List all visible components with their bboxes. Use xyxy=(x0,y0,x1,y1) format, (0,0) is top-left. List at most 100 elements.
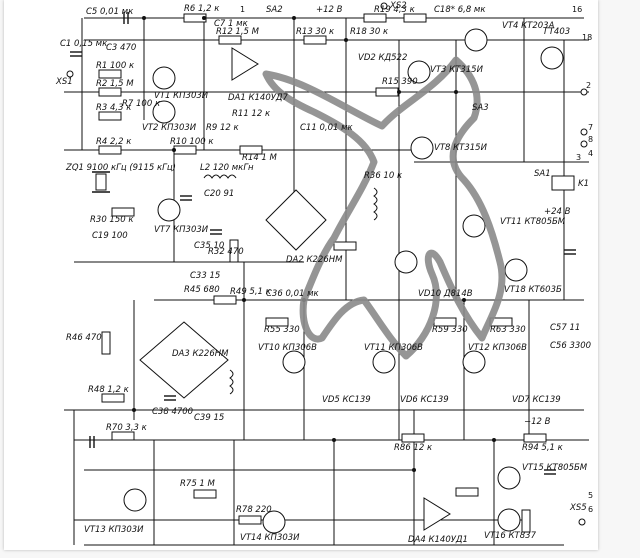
label-plus24: +24 В xyxy=(544,207,571,217)
label-r55: R55 330 xyxy=(264,325,300,335)
label-vd10: VD10 Д814В xyxy=(418,289,473,299)
label-r10: R10 100 к xyxy=(170,137,214,147)
label-vt15: VT15 КТ805БМ xyxy=(522,463,588,473)
label-vd7: VD7 КС139 xyxy=(512,395,561,405)
label-r9: R9 12 к xyxy=(206,123,240,133)
label-r32: R32 470 xyxy=(208,247,244,257)
label-r15: R15 390 xyxy=(382,77,418,87)
label-vd5: VD5 КС139 xyxy=(322,395,371,405)
label-r70: R70 3,3 к xyxy=(106,423,148,433)
label-r59: R59 330 xyxy=(432,325,468,335)
label-vt18: VT18 КТ603Б xyxy=(504,285,562,295)
schematic-sheet: C5 0,01 мк R6 1,2 к C7 1 мк R12 1,5 М SA… xyxy=(4,0,598,550)
label-sa3: SA3 xyxy=(472,103,489,113)
label-c57: C57 11 xyxy=(550,323,580,333)
label-vt5: ГТ403 xyxy=(544,27,570,37)
label-c19: C19 100 xyxy=(92,231,128,241)
label-r2: R2 1,5 М xyxy=(96,79,134,89)
label-vt7: VT7 КП303И xyxy=(154,225,209,235)
pin-1: 1 xyxy=(240,5,245,14)
pin-16: 16 xyxy=(572,5,582,14)
connectors xyxy=(66,2,588,526)
label-c36: C36 0,01 мк xyxy=(266,289,319,299)
label-r6: R6 1,2 к xyxy=(184,4,220,14)
label-r3: R3 4,3 к xyxy=(96,103,132,113)
label-r13: R13 30 к xyxy=(296,27,335,37)
label-vt14: VT14 КП303И xyxy=(240,533,300,543)
label-xs5: XS5 xyxy=(569,503,587,513)
pin-6: 6 xyxy=(588,505,593,514)
label-vt11b: VT11 КП306В xyxy=(364,343,423,353)
label-r1: R1 100 к xyxy=(96,61,135,71)
label-da4: DA4 К140УД1 xyxy=(408,535,468,545)
label-r46: R46 470 xyxy=(66,333,102,343)
diode-bridges xyxy=(139,189,327,399)
label-c1: C1 0,15 мк xyxy=(60,39,108,49)
label-r18: R18 30 к xyxy=(350,27,389,37)
label-xs1: XS1 xyxy=(55,77,73,87)
pin-18: 18 xyxy=(582,33,592,42)
label-da3: DA3 К226НМ xyxy=(172,349,229,359)
label-r7: R7 100 к xyxy=(122,99,161,109)
label-r49: R49 5,1 к xyxy=(230,287,272,297)
component-labels: C5 0,01 мк R6 1,2 к C7 1 мк R12 1,5 М SA… xyxy=(55,1,591,545)
label-vd2: VD2 КД522 xyxy=(358,53,407,63)
label-vt10: VT10 КП306В xyxy=(258,343,317,353)
label-c18: C18* 6,8 мк xyxy=(434,5,486,15)
label-r63: R63 330 xyxy=(490,325,526,335)
label-c56: C56 3300 xyxy=(550,341,591,351)
label-r48: R48 1,2 к xyxy=(88,385,130,395)
label-r30: R30 150 к xyxy=(90,215,134,225)
pin-5: 5 xyxy=(588,491,593,500)
schematic-diagram: C5 0,01 мк R6 1,2 к C7 1 мк R12 1,5 М SA… xyxy=(55,1,593,546)
label-r94: R94 5,1 к xyxy=(522,443,564,453)
label-r86: R86 12 к xyxy=(394,443,433,453)
transistors xyxy=(123,28,564,534)
label-vt8: VT8 КТ315И xyxy=(434,143,488,153)
label-xs2: XS2 xyxy=(389,1,407,11)
label-r19: R19 4,3 к xyxy=(374,5,416,15)
label-vt4: VT4 КТ203А xyxy=(502,21,555,31)
label-k1: K1 xyxy=(578,179,589,189)
pin-8: 8 xyxy=(588,135,593,144)
resistors xyxy=(98,13,547,533)
label-r45: R45 680 xyxy=(184,285,220,295)
label-c11: C11 0,01 мк xyxy=(300,123,353,133)
wires xyxy=(64,17,589,546)
label-vt12: VT12 КП306В xyxy=(468,343,527,353)
label-minus12: −12 В xyxy=(524,417,551,427)
label-da2: DA2 К226НМ xyxy=(286,255,343,265)
pin-2: 2 xyxy=(586,81,591,90)
relay-k1 xyxy=(551,175,575,191)
label-c35: C35 10 xyxy=(194,241,224,251)
label-vt11: VT11 КТ805БМ xyxy=(500,217,566,227)
label-vt16: VT16 КТ837 xyxy=(484,531,537,541)
label-vd6: VD6 КС139 xyxy=(400,395,449,405)
label-plus12: +12 В xyxy=(316,5,343,15)
label-c7: C7 1 мк xyxy=(214,19,249,29)
label-vt3: VT3 КТ315И xyxy=(430,65,484,75)
label-r4: R4 2,2 к xyxy=(96,137,132,147)
label-c3: C3 470 xyxy=(106,43,136,53)
label-c33: C33 15 xyxy=(190,271,220,281)
inductors xyxy=(203,174,378,395)
op-amps xyxy=(231,47,451,531)
label-vt1: VT1 КП303И xyxy=(154,91,209,101)
crystal-zq1 xyxy=(92,171,110,193)
freehand-outline xyxy=(262,56,506,360)
label-r12: R12 1,5 М xyxy=(216,27,260,37)
label-c38: C38 4700 xyxy=(152,407,193,417)
label-da1: DA1 К140УД7 xyxy=(228,93,289,103)
pin-7: 7 xyxy=(588,123,593,132)
label-r36: R36 10 к xyxy=(364,171,403,181)
label-vt13: VT13 КП303И xyxy=(84,525,144,535)
label-c20: C20 91 xyxy=(204,189,234,199)
label-r78: R78 220 xyxy=(236,505,272,515)
label-zq1: ZQ1 9100 кГц (9115 кГц) xyxy=(65,163,176,173)
label-c39: C39 15 xyxy=(194,413,224,423)
pin-4: 4 xyxy=(588,149,593,158)
pin-3: 3 xyxy=(576,153,581,162)
pin-numbers: 1 2 3 4 5 6 7 8 16 18 xyxy=(240,5,593,514)
label-sa2: SA2 xyxy=(266,5,283,15)
